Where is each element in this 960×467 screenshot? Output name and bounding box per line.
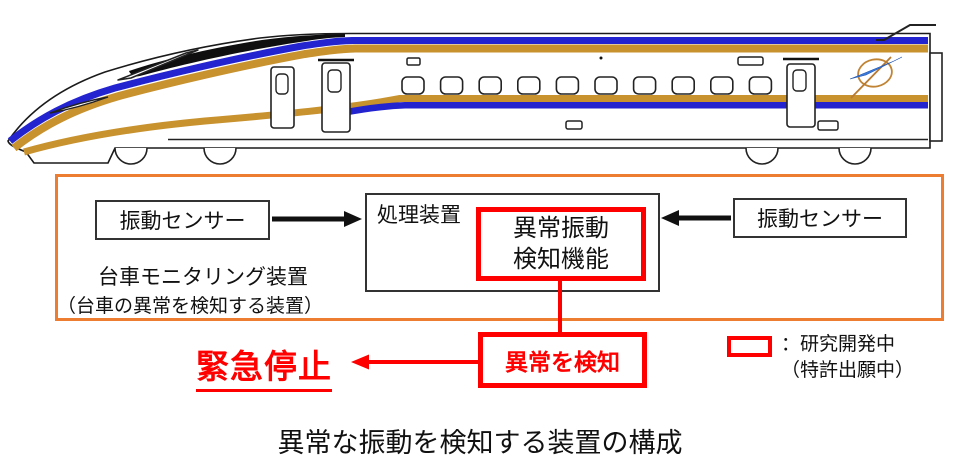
monitoring-unit-note: （台車の異常を検知する装置）: [57, 296, 324, 317]
vibration-sensor-left-box: 振動センサー: [95, 200, 270, 240]
train-wheel: [745, 147, 779, 165]
train-door: [318, 58, 354, 133]
abnormality-detected-box: 異常を検知: [478, 332, 647, 388]
train-side-windows: [401, 76, 773, 95]
legend-line1: ：研究開発中: [781, 334, 896, 355]
train-headlight: [49, 96, 109, 114]
train-operator-logo-icon: [849, 56, 903, 99]
train-cab-window: [117, 49, 199, 81]
train-vents: [406, 56, 839, 131]
train-wheel: [114, 147, 148, 165]
abnormal-vibration-detection-label-line2: 検知機能: [513, 246, 609, 273]
legend-text: ：研究開発中 （特許出願中）: [781, 332, 914, 384]
processing-unit-label: 処理装置: [377, 204, 461, 227]
train-wheel: [203, 147, 237, 165]
train-roof-gold-stripe: [11, 44, 928, 152]
abnormality-detected-label: 異常を検知: [505, 349, 620, 375]
abnormal-vibration-detection-box: 異常振動 検知機能: [476, 207, 646, 281]
train-coupling-panel: [929, 52, 943, 142]
vibration-sensor-right-label: 振動センサー: [757, 208, 883, 231]
detect-to-emergency-stop-arrow: [351, 354, 478, 370]
train-roof-dot: [599, 56, 603, 60]
train-lower-gold-stripe: [23, 95, 928, 156]
vibration-sensor-right-box: 振動センサー: [733, 198, 907, 238]
bogie-monitoring-frame: [55, 174, 944, 321]
train-pantograph: [876, 24, 936, 41]
legend-line2: （特許出願中）: [781, 360, 915, 381]
train-door: [783, 57, 819, 128]
shinkansen-train-illustration: [7, 24, 943, 165]
monitoring-unit-name: 台車モニタリング装置: [98, 266, 308, 289]
train-wheel: [838, 147, 872, 165]
vibration-sensor-left-label: 振動センサー: [119, 210, 246, 233]
train-windshield-canopy: [129, 34, 345, 77]
legend-red-box: [727, 336, 772, 357]
figure-caption: 異常な振動を検知する装置の構成: [277, 428, 683, 458]
train-door: [270, 66, 295, 129]
emergency-stop-label: 緊急停止: [196, 340, 332, 392]
abnormal-vibration-detection-label-line1: 異常振動: [513, 215, 609, 242]
